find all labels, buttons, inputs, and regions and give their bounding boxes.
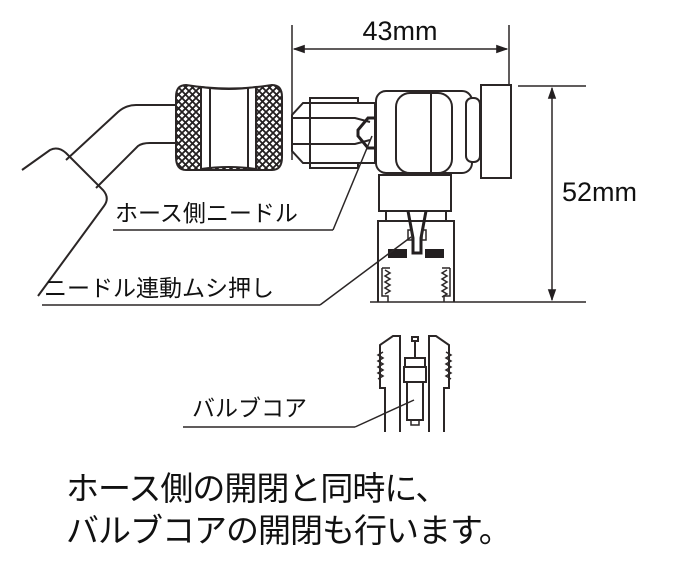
hose bbox=[21, 104, 180, 297]
hose-side-needle-label: ホース側ニードル bbox=[115, 201, 298, 227]
nozzle-top-lip bbox=[309, 97, 359, 103]
core-pusher-guide-right bbox=[421, 229, 427, 241]
valve-block-center bbox=[395, 92, 453, 174]
valve-core-pin-head bbox=[411, 336, 419, 342]
needle-linked-core-pusher-label: ニードル連動ムシ押し bbox=[44, 276, 274, 302]
service-port bbox=[376, 335, 453, 432]
thread-frame-left bbox=[381, 267, 390, 302]
nozzle-inner-bottom bbox=[292, 139, 371, 145]
valve-core-cap bbox=[404, 357, 426, 368]
lower-adapter bbox=[377, 174, 455, 302]
caption-line-2: バルブコアの開閉も行います。 bbox=[66, 511, 512, 550]
caption-line-1: ホース側の開閉と同時に、 bbox=[66, 469, 448, 508]
width-dimension: 43mm bbox=[291, 16, 510, 160]
hose-side-needle bbox=[356, 116, 388, 150]
valve-core-label: バルブコア bbox=[192, 396, 307, 422]
valve-core-tip bbox=[410, 419, 420, 426]
label-valve-core: バルブコア bbox=[183, 396, 415, 428]
seal-right bbox=[425, 249, 444, 258]
adapter-neck bbox=[385, 210, 447, 222]
handle-knob bbox=[479, 84, 512, 179]
port-left-wall bbox=[379, 335, 401, 432]
knurled-nut bbox=[175, 83, 283, 171]
label-needle-linked-core-pusher: ニードル連動ムシ押し bbox=[42, 236, 412, 306]
seal-left bbox=[388, 249, 407, 258]
thread-left bbox=[383, 269, 392, 295]
height-dimension-label: 52mm bbox=[562, 177, 637, 207]
description-caption: ホース側の開閉と同時に、 バルブコアの開閉も行います。 bbox=[66, 468, 512, 552]
knurl-smooth-band bbox=[200, 85, 257, 171]
label-hose-side-needle: ホース側ニードル bbox=[113, 135, 373, 231]
leader-line bbox=[354, 399, 415, 428]
width-dimension-label: 43mm bbox=[362, 16, 437, 46]
core-pusher-guide-left bbox=[407, 229, 413, 241]
port-thread-right bbox=[444, 351, 453, 380]
height-dimension: 52mm bbox=[370, 85, 637, 303]
port-thread-left bbox=[376, 351, 385, 380]
hose-upper-edge bbox=[65, 104, 180, 161]
hose-side-nozzle bbox=[291, 97, 388, 169]
leader-line bbox=[332, 135, 373, 231]
thread-frame-right bbox=[442, 267, 451, 302]
hose-outer-bend bbox=[21, 147, 108, 297]
adapter-upper-block bbox=[378, 174, 452, 212]
nozzle-body bbox=[291, 102, 376, 164]
nozzle-bottom-lip bbox=[309, 163, 359, 169]
leader-line bbox=[319, 236, 412, 306]
port-right-wall bbox=[428, 335, 450, 432]
hose-lower-edge bbox=[95, 142, 180, 189]
handle-knob-disc bbox=[480, 84, 512, 179]
valve-body bbox=[375, 90, 481, 174]
thread-right bbox=[440, 269, 449, 298]
valve-block-side bbox=[465, 97, 481, 163]
valve-core-body bbox=[406, 381, 424, 421]
valve-core-seal bbox=[403, 366, 427, 383]
